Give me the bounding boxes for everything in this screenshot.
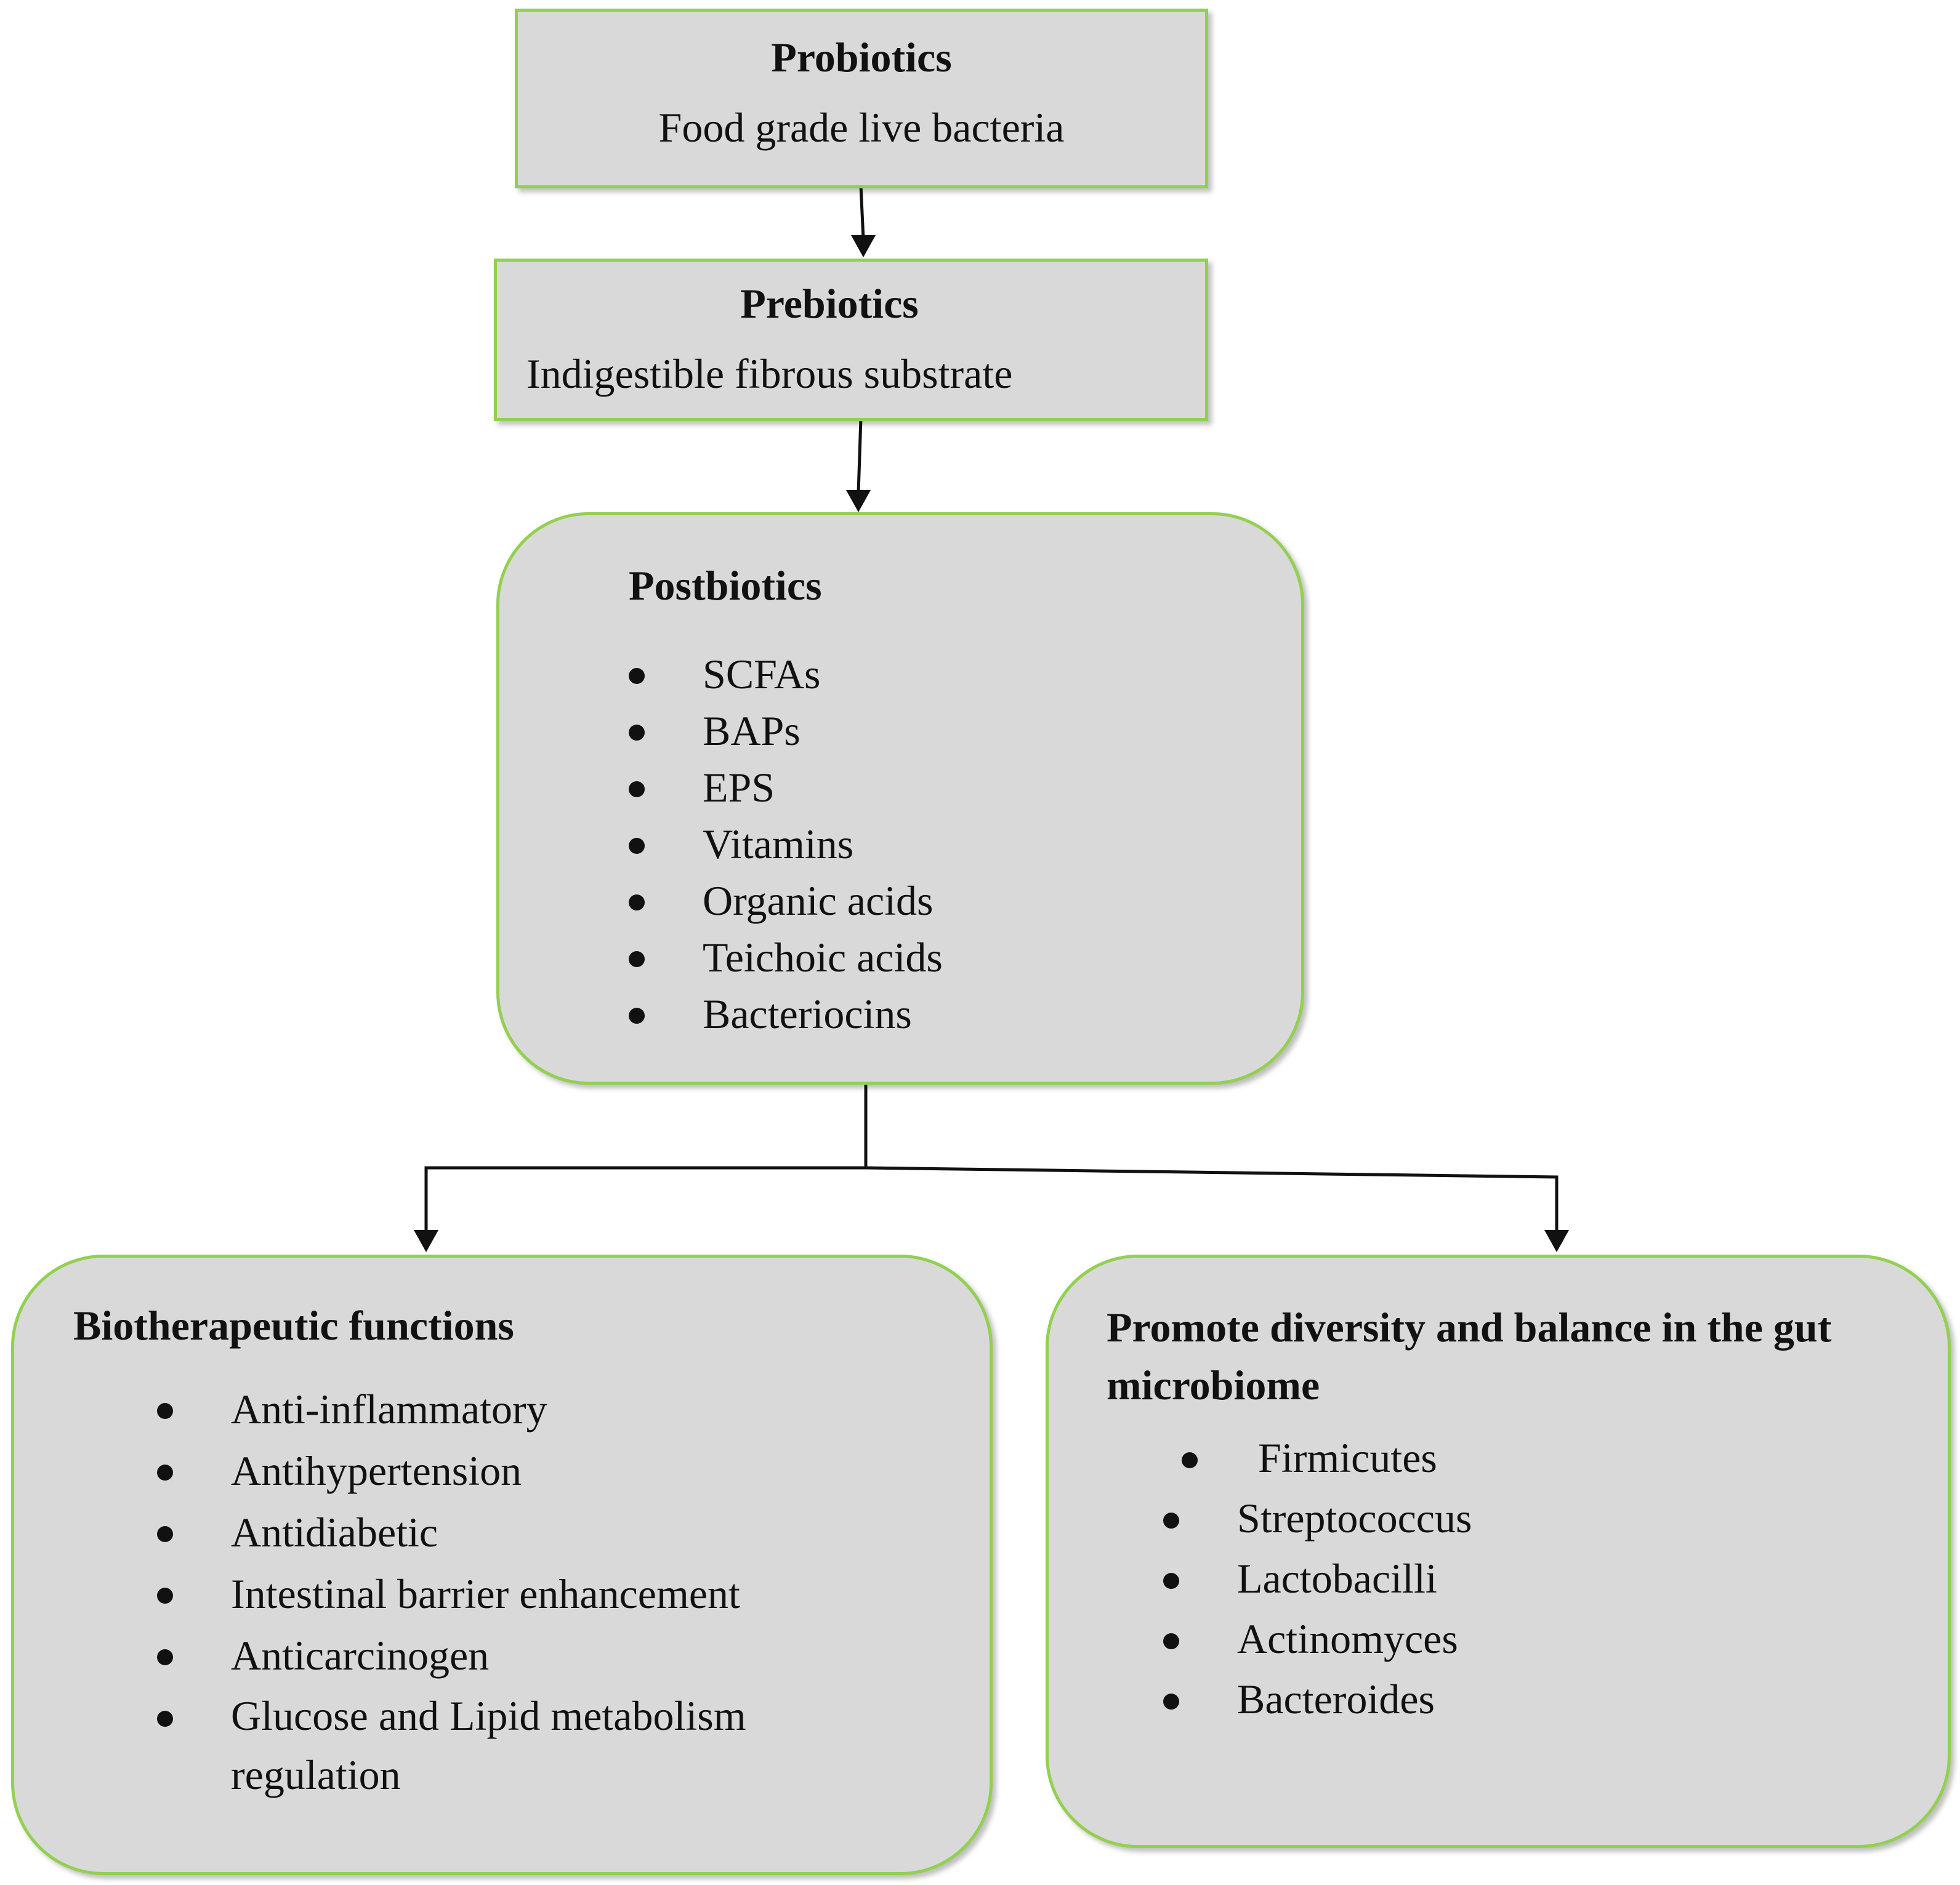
bullet-icon — [1163, 1513, 1179, 1529]
bullet-icon — [629, 781, 645, 798]
list-item: Anticarcinogen — [157, 1625, 822, 1686]
list-item: BAPs — [629, 702, 1301, 759]
bullet-icon — [629, 668, 645, 685]
probiotics-subtitle: Food grade live bacteria — [658, 104, 1065, 151]
prebiotics-subtitle: Indigestible fibrous substrate — [526, 350, 1013, 398]
bullet-icon — [629, 1008, 645, 1024]
bullet-icon — [157, 1526, 173, 1543]
bullet-icon — [157, 1588, 173, 1604]
list-item: EPS — [629, 759, 1301, 816]
microbiome-box: Promote diversity and balance in the gut… — [1046, 1255, 1951, 1848]
list-item: Bacteriocins — [629, 986, 1301, 1042]
postbiotics-list: SCFAs BAPs EPS Vitamins Organic acids Te… — [629, 646, 1301, 1042]
biotherapeutic-box: Biotherapeutic functions Anti-inflammato… — [11, 1255, 993, 1875]
postbiotics-box: Postbiotics SCFAs BAPs EPS Vitamins Orga… — [496, 512, 1304, 1085]
list-item: Antidiabetic — [157, 1501, 822, 1563]
arrowhead-microbiome — [1544, 1230, 1569, 1252]
arrowhead-prebiotics — [851, 235, 876, 257]
bullet-icon — [157, 1465, 173, 1481]
arrow-prebiotics-to-postbiotics — [857, 418, 863, 493]
list-item: Organic acids — [629, 872, 1301, 929]
list-item: Streptococcus — [1163, 1488, 1911, 1548]
postbiotics-title: Postbiotics — [629, 562, 822, 609]
bullet-icon — [1182, 1452, 1198, 1468]
list-item: Intestinal barrier enhancement — [157, 1563, 822, 1625]
arrowhead-postbiotics — [846, 490, 871, 512]
list-item: Anti-inflammatory — [157, 1378, 822, 1440]
list-item: Bacteroides — [1163, 1669, 1911, 1729]
bullet-icon — [629, 894, 645, 911]
bullet-icon — [629, 725, 645, 741]
list-item: Teichoic acids — [629, 929, 1301, 986]
biotherapeutic-list: Anti-inflammatory Antihypertension Antid… — [157, 1378, 822, 1804]
connector-left-branch — [424, 1166, 866, 1231]
bullet-icon — [629, 838, 645, 854]
connector-right-branch — [865, 1166, 1559, 1231]
list-item: Antihypertension — [157, 1440, 822, 1501]
bullet-icon — [157, 1649, 173, 1666]
arrow-probiotics-to-prebiotics — [859, 185, 865, 239]
bullet-icon — [157, 1403, 173, 1420]
prebiotics-title: Prebiotics — [740, 280, 919, 327]
bullet-icon — [1163, 1573, 1179, 1589]
list-item: Actinomyces — [1163, 1609, 1911, 1669]
list-item: Vitamins — [629, 816, 1301, 872]
list-item: Firmicutes — [1182, 1428, 1911, 1488]
list-item: Glucose and Lipid metabolism regulation — [157, 1686, 822, 1804]
microbiome-title: Promote diversity and balance in the gut… — [1107, 1304, 1832, 1409]
probiotics-title: Probiotics — [771, 34, 952, 81]
prebiotics-box: Prebiotics Indigestible fibrous substrat… — [494, 259, 1208, 421]
bullet-icon — [629, 951, 645, 968]
bullet-icon — [1163, 1633, 1179, 1649]
arrowhead-biotherapeutic — [414, 1230, 438, 1252]
list-item: SCFAs — [629, 646, 1301, 702]
microbiome-list: Firmicutes Streptococcus Lactobacilli Ac… — [1163, 1428, 1911, 1729]
probiotics-box: Probiotics Food grade live bacteria — [515, 9, 1208, 188]
list-item: Lactobacilli — [1163, 1548, 1911, 1609]
bullet-icon — [157, 1711, 173, 1727]
bullet-icon — [1163, 1694, 1179, 1710]
biotherapeutic-title: Biotherapeutic functions — [73, 1302, 514, 1349]
